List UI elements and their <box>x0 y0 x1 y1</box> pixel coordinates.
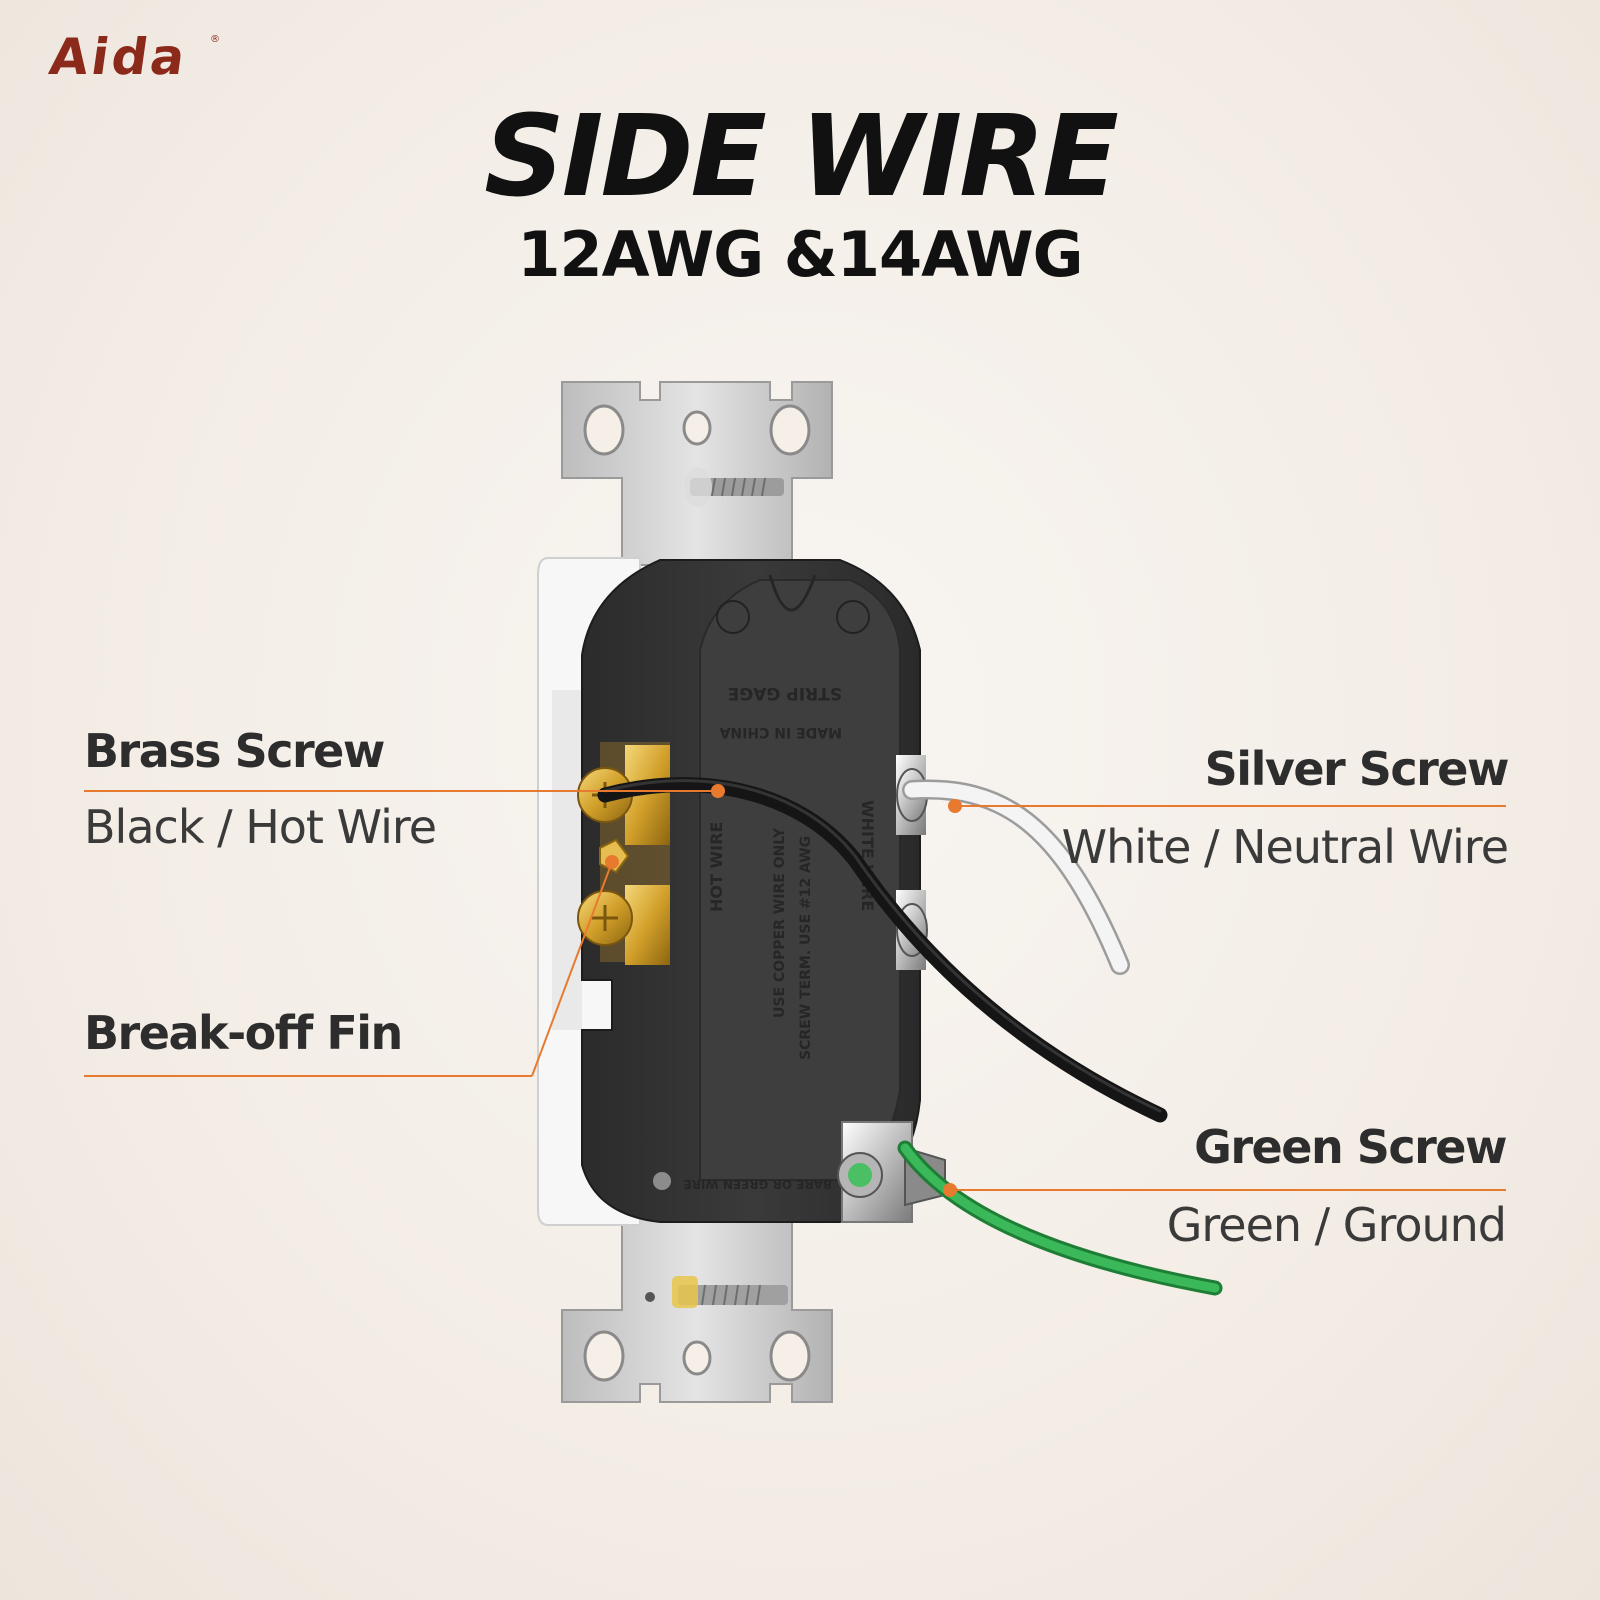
strip-gage-marking: STRIP GAGE <box>728 683 842 703</box>
brand-logo: Aida ® <box>46 28 220 86</box>
page-subtitle: 12AWG &14AWG <box>517 218 1083 291</box>
green-screw-icon <box>848 1163 872 1187</box>
brass-marker-dot <box>711 784 725 798</box>
silver-screw-desc: White / Neutral Wire <box>1061 820 1509 874</box>
break-off-fin-title: Break-off Fin <box>84 1006 403 1060</box>
top-mounting-strap <box>561 381 833 566</box>
silver-screw-title: Silver Screw <box>1204 742 1510 796</box>
silver-marker-dot <box>948 799 962 813</box>
made-in-marking: MADE IN CHINA <box>719 724 842 740</box>
page-title: SIDE WIRE <box>484 92 1119 222</box>
green-screw-desc: Green / Ground <box>1166 1198 1507 1252</box>
fin-marker-dot <box>605 855 619 869</box>
brass-screw-desc: Black / Hot Wire <box>84 800 437 854</box>
screw-term-marking: SCREW TERM. USE #12 AWG <box>798 836 814 1060</box>
bottom-mounting-strap <box>561 1214 833 1403</box>
copper-wire-marking: USE COPPER WIRE ONLY <box>772 827 788 1018</box>
brass-screw-title: Brass Screw <box>84 724 385 778</box>
registered-mark: ® <box>210 34 220 45</box>
fin-leader-diagonal <box>531 861 613 1077</box>
green-marker-dot <box>943 1183 957 1197</box>
ground-wire-marking: BARE OR GREEN WIRE <box>683 1177 832 1191</box>
green-screw-title: Green Screw <box>1194 1120 1507 1174</box>
hot-wire-marking: HOT WIRE <box>707 822 726 912</box>
brass-screw-terminals <box>577 742 670 965</box>
black-hot-wire <box>597 777 1168 1123</box>
